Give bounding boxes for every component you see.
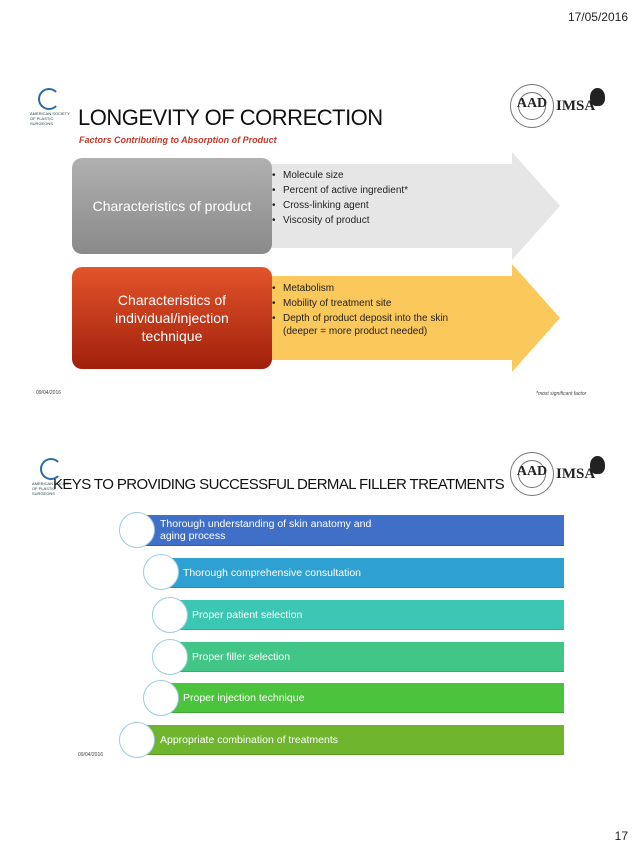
key-ring-2 (143, 554, 179, 590)
bullet-item: Depth of product deposit into the skin (… (272, 312, 482, 338)
slide2-title: KEYS TO PROVIDING SUCCESSFUL DERMAL FILL… (53, 476, 505, 493)
bullet-item: Mobility of treatment site (272, 297, 482, 310)
imsa-logo: IMSA (556, 88, 608, 124)
row-label-individual: Characteristics of individual/injection … (72, 267, 272, 369)
asps-logo: AMERICAN SOCIETY OF PLASTIC SURGEONS (30, 88, 74, 128)
slide1-footnote: *most significant factor (536, 391, 587, 397)
aad-logo-text: AAD (516, 464, 548, 479)
imsa-logo-slide2: IMSA (556, 456, 608, 492)
asps-logo-mark (38, 88, 60, 110)
key-ring-1 (119, 512, 155, 548)
key-item-4: Proper filler selection (170, 642, 564, 672)
asps-logo-text: AMERICAN SOCIETY OF PLASTIC SURGEONS (30, 111, 70, 126)
row-label-product: Characteristics of product (72, 158, 272, 254)
aad-logo-slide2: AAD (510, 452, 554, 496)
asps-logo-mark (40, 458, 62, 480)
bullet-item: Cross-linking agent (272, 198, 408, 213)
page-number: 17 (614, 829, 628, 843)
key-item-5: Proper injection technique (163, 683, 564, 713)
bullet-item: Molecule size (272, 168, 408, 183)
page-date: 17/05/2016 (567, 10, 628, 24)
key-item-3: Proper patient selection (170, 600, 564, 630)
key-item-label: Proper patient selection (192, 608, 303, 621)
imsa-logo-text: IMSA (556, 466, 596, 482)
slide2-date: 09/04/2016 (78, 752, 104, 758)
bullet-list-product: Molecule size Percent of active ingredie… (272, 168, 408, 228)
imsa-logo-silhouette (590, 456, 605, 474)
aad-logo-ring (518, 460, 546, 488)
key-item-label: Proper injection technique (183, 691, 305, 704)
slide1-subtitle: Factors Contributing to Absorption of Pr… (79, 135, 277, 145)
key-item-label: Proper filler selection (192, 650, 291, 663)
aad-logo-ring (518, 92, 546, 120)
key-ring-5 (143, 680, 179, 716)
key-item-6: Appropriate combination of treatments (140, 725, 564, 755)
bullet-list-individual: Metabolism Mobility of treatment site De… (272, 282, 482, 340)
aad-logo: AAD (510, 84, 554, 128)
imsa-logo-text: IMSA (556, 98, 596, 114)
key-ring-6 (119, 722, 155, 758)
key-item-label: Thorough comprehensive consultation (183, 566, 362, 579)
asps-logo-slide2: AMERICAN SOCIETY OF PLASTIC SURGEONS (32, 458, 76, 498)
key-item-label: Appropriate combination of treatments (160, 733, 339, 746)
bullet-item: Percent of active ingredient* (272, 183, 408, 198)
aad-logo-text: AAD (516, 96, 548, 111)
key-ring-3 (152, 597, 188, 633)
key-item-label: Thorough understanding of skin anatomy a… (160, 518, 372, 542)
asps-logo-text: AMERICAN SOCIETY OF PLASTIC SURGEONS (32, 481, 72, 496)
bullet-item: Viscosity of product (272, 213, 408, 228)
key-ring-4 (152, 639, 188, 675)
key-item-2: Thorough comprehensive consultation (163, 558, 564, 588)
key-item-1: Thorough understanding of skin anatomy a… (140, 515, 564, 546)
imsa-logo-silhouette (590, 88, 605, 106)
slide1-date: 09/04/2016 (36, 390, 62, 396)
slide1-title: LONGEVITY OF CORRECTION (78, 105, 383, 130)
bullet-item: Metabolism (272, 282, 482, 295)
